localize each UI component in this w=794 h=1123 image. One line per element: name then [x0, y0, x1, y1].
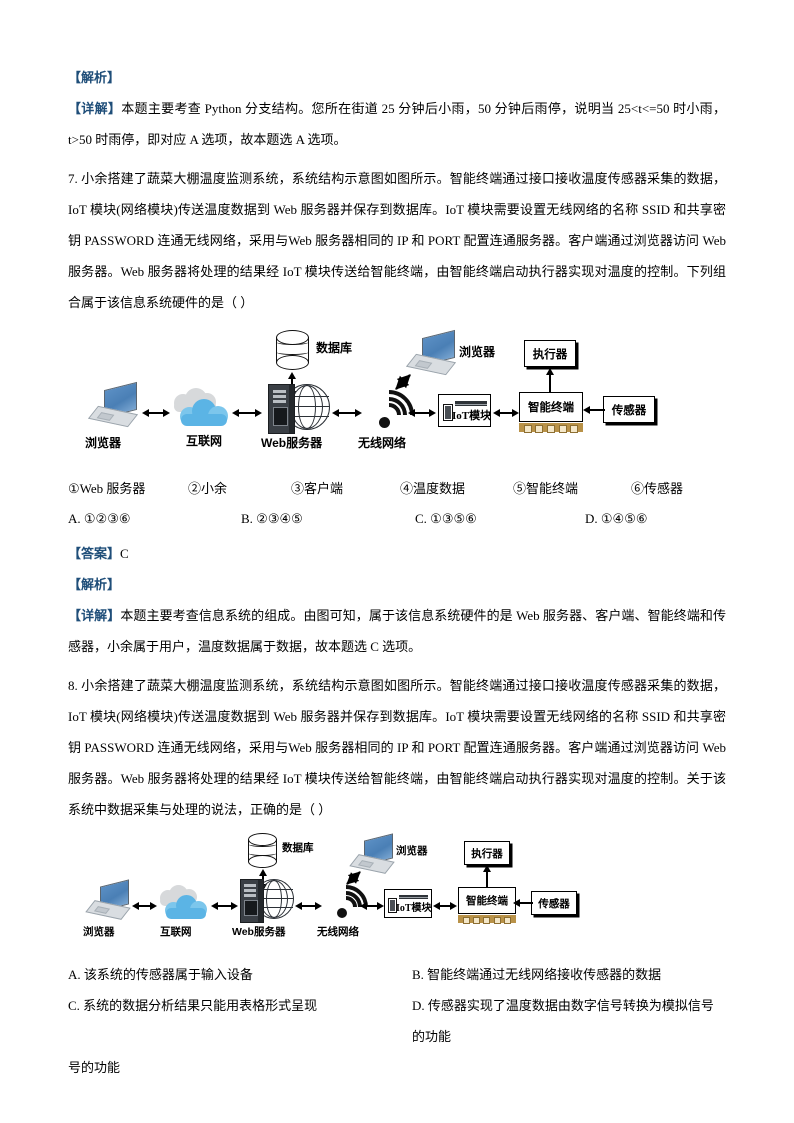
database-cylinder-icon [276, 330, 309, 370]
arrow-browser-internet [132, 901, 157, 911]
page-content: 【解析】 【详解】本题主要考查 Python 分支结构。您所在街道 25 分钟后… [68, 62, 726, 1083]
question-8: 8. 小余搭建了蔬菜大棚温度监测系统，系统结构示意图如图所示。智能终端通过接口接… [68, 670, 726, 825]
arrow-iot-terminal [493, 408, 519, 418]
choice-d[interactable]: D. 传感器实现了温度数据由数字信号转换为模拟信号的功能 [412, 998, 714, 1044]
smart-terminal-icon: 智能终端 [458, 887, 516, 924]
question-8-choice-row-1: A. 该系统的传感器属于输入设备 B. 智能终端通过无线网络接收传感器的数据 [68, 959, 726, 990]
laptop-icon [87, 381, 139, 428]
question-7: 7. 小余搭建了蔬菜大棚温度监测系统，系统结构示意图如图所示。智能终端通过接口接… [68, 163, 726, 318]
answer-label: 【答案】 [68, 546, 121, 561]
label-iot-module: IoT模块 [396, 903, 432, 914]
database-cylinder-icon [248, 833, 277, 868]
label-sensor: 传感器 [611, 404, 647, 417]
choice-d[interactable]: D. ①④⑤⑥ [585, 511, 648, 526]
label-internet: 互联网 [186, 434, 223, 448]
explain-label: 【解析】 [68, 70, 121, 85]
sensor-box-icon: 传感器 [531, 891, 577, 915]
arrow-browser-internet [142, 408, 170, 418]
label-browser-left: 浏览器 [85, 436, 122, 450]
label-iot-module: IoT模块 [452, 410, 492, 422]
detail-label-7: 【详解】 [68, 608, 121, 623]
arrow-terminal-actuator [482, 865, 492, 889]
choice-c-wrap: 号的功能 [68, 1060, 121, 1075]
label-internet: 互联网 [160, 926, 192, 938]
label-browser-left: 浏览器 [83, 926, 115, 938]
label-database: 数据库 [282, 842, 314, 854]
server-tower-icon [240, 879, 264, 923]
answer-value: C [120, 546, 129, 561]
answer-line-7: 【答案】C [68, 538, 726, 569]
item-2: ②小余 [188, 481, 228, 496]
label-database: 数据库 [316, 341, 353, 355]
choice-a[interactable]: A. 该系统的传感器属于输入设备 [68, 967, 253, 982]
label-actuator: 执行器 [471, 847, 503, 860]
arrow-wireless-iot [408, 408, 436, 418]
label-web-server: Web服务器 [261, 436, 323, 450]
smart-terminal-label: 智能终端 [458, 887, 516, 914]
label-browser-right: 浏览器 [459, 345, 496, 359]
arrow-wireless-browser [390, 370, 416, 394]
system-structure-diagram-2: 浏览器 互联网 [76, 829, 577, 951]
choice-c[interactable]: C. 系统的数据分析结果只能用表格形式呈现 [68, 998, 318, 1013]
arrow-wireless-iot [360, 901, 384, 911]
arrow-terminal-actuator [545, 368, 555, 394]
detail-paragraph-7: 【详解】本题主要考查信息系统的组成。由图可知，属于该信息系统硬件的是 Web 服… [68, 600, 726, 662]
wifi-icon [353, 379, 425, 451]
smart-terminal-icon: 智能终端 [519, 392, 583, 433]
terminal-pin-strip [458, 915, 516, 924]
item-6: ⑥传感器 [631, 481, 684, 496]
detail-label: 【详解】 [68, 101, 122, 116]
server-tower-icon [268, 384, 295, 434]
detail-text: 本题主要考查 Python 分支结构。您所在街道 25 分钟后小雨，50 分钟后… [68, 101, 726, 147]
arrow-sensor-terminal [583, 405, 605, 415]
arrow-sensor-terminal [513, 898, 533, 908]
arrow-webserver-wireless [332, 408, 362, 418]
question-7-choices: A. ①②③⑥ B. ②③④⑤ C. ①③⑤⑥ D. ①④⑤⑥ [68, 504, 726, 534]
question-7-number: 7. [68, 171, 78, 186]
arrow-iot-terminal [433, 901, 457, 911]
choice-a[interactable]: A. ①②③⑥ [68, 511, 131, 526]
item-3: ③客户端 [291, 481, 344, 496]
iot-module-icon: IoT模块 [438, 394, 491, 427]
arrow-internet-webserver [232, 408, 262, 418]
explain-label-7: 【解析】 [68, 577, 121, 592]
question-8-number: 8. [68, 678, 78, 693]
detail-text-7: 本题主要考查信息系统的组成。由图可知，属于该信息系统硬件的是 Web 服务器、客… [68, 608, 726, 654]
laptop-icon-right [405, 329, 457, 376]
wifi-icon [314, 875, 378, 939]
label-browser-right: 浏览器 [396, 845, 428, 857]
item-1: ①Web 服务器 [68, 481, 146, 496]
smart-terminal-label: 智能终端 [519, 392, 583, 422]
label-sensor: 传感器 [538, 897, 570, 910]
label-actuator: 执行器 [532, 348, 568, 361]
question-8-choices: A. 该系统的传感器属于输入设备 B. 智能终端通过无线网络接收传感器的数据 C… [68, 959, 726, 1083]
item-5: ⑤智能终端 [513, 481, 579, 496]
cloud-icon [158, 885, 208, 919]
explain-marker-1: 【解析】 [68, 62, 726, 93]
choice-b[interactable]: B. ②③④⑤ [241, 511, 303, 526]
item-4: ④温度数据 [400, 481, 466, 496]
laptop-icon [85, 879, 131, 920]
sensor-box-icon: 传感器 [603, 396, 655, 423]
label-wireless-network: 无线网络 [358, 436, 407, 450]
detail-paragraph-1: 【详解】本题主要考查 Python 分支结构。您所在街道 25 分钟后小雨，50… [68, 93, 726, 155]
arrow-internet-webserver [211, 901, 238, 911]
actuator-box-icon: 执行器 [464, 841, 510, 865]
terminal-pin-strip [519, 423, 583, 433]
arrow-webserver-wireless [295, 901, 322, 911]
cloud-icon [172, 388, 228, 426]
arrow-wireless-browser [342, 867, 366, 889]
system-structure-diagram-1: 浏览器 [76, 322, 655, 470]
question-7-items: ①Web 服务器 ②小余 ③客户端 ④温度数据 ⑤智能终端 ⑥传感器 [68, 474, 726, 504]
label-web-server: Web服务器 [232, 926, 286, 938]
question-8-choice-row-2: C. 系统的数据分析结果只能用表格形式呈现 D. 传感器实现了温度数据由数字信号… [68, 990, 726, 1052]
actuator-box-icon: 执行器 [524, 340, 576, 367]
question-7-text: 小余搭建了蔬菜大棚温度监测系统，系统结构示意图如图所示。智能终端通过接口接收温度… [68, 171, 726, 310]
iot-module-icon: IoT模块 [384, 889, 432, 918]
choice-c[interactable]: C. ①③⑤⑥ [415, 511, 477, 526]
question-8-text: 小余搭建了蔬菜大棚温度监测系统，系统结构示意图如图所示。智能终端通过接口接收温度… [68, 678, 726, 817]
explain-marker-7: 【解析】 [68, 569, 726, 600]
choice-b[interactable]: B. 智能终端通过无线网络接收传感器的数据 [412, 967, 662, 982]
label-wireless-network: 无线网络 [317, 926, 359, 938]
